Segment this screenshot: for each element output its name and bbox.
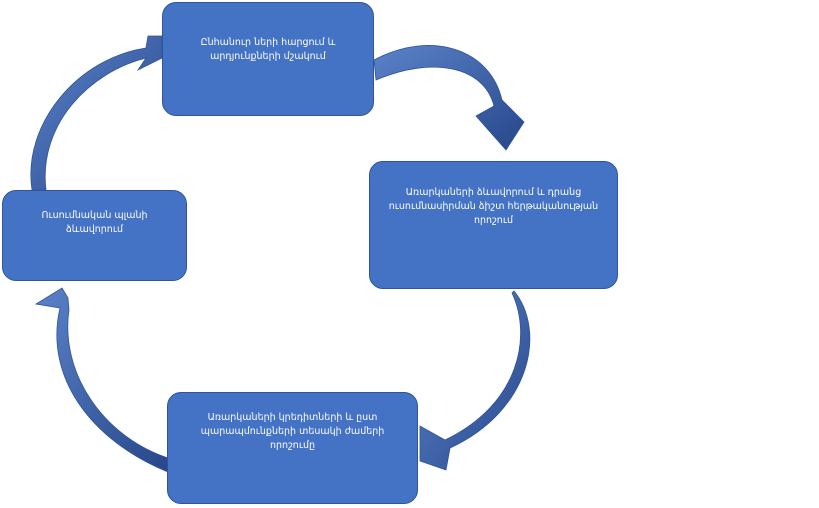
step-box-subjects: Առարկաների ձևավորում և դրանց ուսումնասիր… (369, 161, 618, 289)
curved-arrow-top-to-right (373, 45, 525, 151)
curved-arrow-bottom-to-left (34, 287, 169, 473)
step-box-survey: Ընհանուր ների հարցում և արդյունքների մշա… (162, 2, 374, 116)
step-box-credits: Առարկաների կրեդիտների և ըստ պարապմունքնե… (167, 392, 418, 504)
step-text-curriculum: Ուսումնական պլանի ձևավորում (41, 210, 148, 235)
curved-arrow-left-to-top (30, 35, 163, 191)
curved-arrow-right-to-bottom (419, 290, 531, 471)
step-box-curriculum: Ուսումնական պլանի ձևավորում (2, 190, 187, 281)
step-text-credits: Առարկաների կրեդիտների և ըստ պարապմունքնե… (200, 412, 385, 451)
step-text-subjects: Առարկաների ձևավորում և դրանց ուսումնասիր… (388, 187, 599, 226)
step-text-survey: Ընհանուր ների հարցում և արդյունքների մշա… (200, 37, 336, 62)
